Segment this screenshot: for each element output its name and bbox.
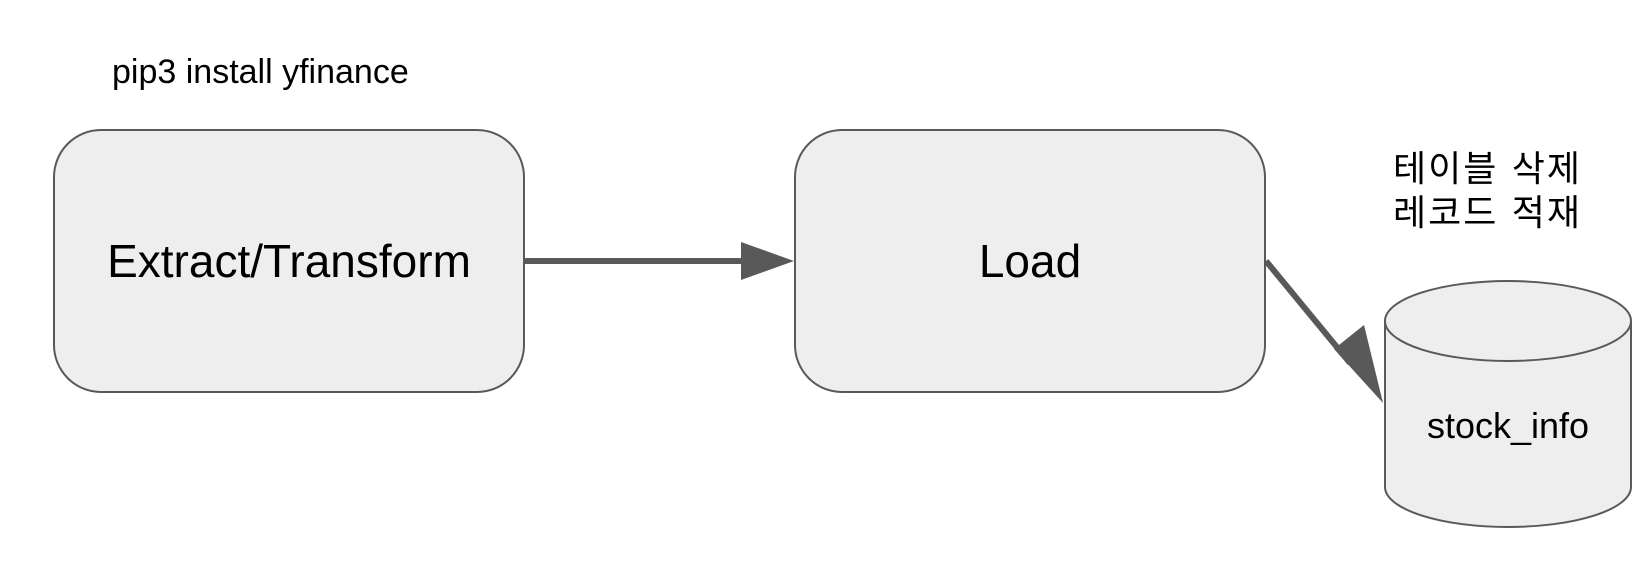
load-step-drop-table: 테이블 삭제 <box>1393 149 1583 190</box>
install-command-note: pip3 install yfinance <box>112 53 409 91</box>
arrow-extract-to-load <box>525 242 794 280</box>
arrow-load-to-database <box>1263 259 1383 403</box>
load-node: Load <box>794 129 1266 393</box>
extract-transform-label: Extract/Transform <box>107 235 471 287</box>
database-label: stock_info <box>1427 405 1589 446</box>
load-step-insert-records: 레코드 적재 <box>1393 193 1583 234</box>
load-steps-note: 테이블 삭제 레코드 적재 <box>1393 148 1582 236</box>
database-cylinder: stock_info <box>1384 280 1632 528</box>
load-label: Load <box>978 235 1082 287</box>
extract-transform-node: Extract/Transform <box>53 129 525 393</box>
